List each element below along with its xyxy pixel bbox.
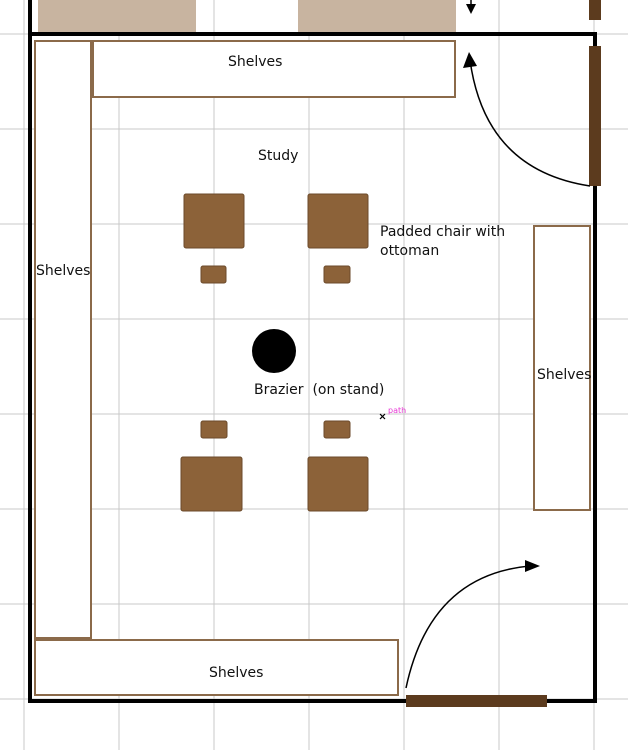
ottoman-bottom-left xyxy=(200,420,228,439)
shelves-top-label: Shelves xyxy=(228,54,282,70)
ottoman-top-left xyxy=(200,265,227,284)
shelves-group xyxy=(34,40,591,696)
chair-label-line1: Padded chair with xyxy=(380,224,505,240)
brazier-label: Brazier (on stand) xyxy=(254,382,384,398)
chair-label-line2: ottoman xyxy=(380,243,439,259)
chair-top-right xyxy=(307,193,369,249)
brazier xyxy=(252,329,296,373)
right-door-swing-arc xyxy=(469,59,591,187)
chair-top-left xyxy=(183,193,245,249)
chair-bottom-left xyxy=(180,456,243,512)
upper-door-arrowhead xyxy=(466,4,476,14)
shelf-bottom xyxy=(34,639,399,696)
bottom-door-arrowhead xyxy=(525,560,540,572)
room-title: Study xyxy=(258,148,298,164)
shelf-top xyxy=(92,40,456,98)
shelves-right-label: Shelves xyxy=(537,367,591,383)
right-door-arrowhead xyxy=(463,52,477,68)
right-door xyxy=(589,46,601,186)
ottoman-bottom-right xyxy=(323,420,351,439)
upper-room-rug-right xyxy=(298,0,456,32)
ottoman-top-right xyxy=(323,265,351,284)
path-marker-label: path xyxy=(388,406,406,415)
bottom-door xyxy=(406,695,547,707)
bottom-door-swing-arc xyxy=(405,565,531,689)
room-walls xyxy=(28,32,597,703)
chair-bottom-right xyxy=(307,456,369,512)
shelf-right xyxy=(533,225,591,511)
upper-room-rug-left xyxy=(38,0,196,32)
path-marker xyxy=(379,413,386,420)
shelf-left xyxy=(34,40,92,639)
shelves-bottom-label: Shelves xyxy=(209,665,263,681)
shelves-left-label: Shelves xyxy=(36,263,90,279)
furniture-group xyxy=(180,193,369,512)
upper-room-door xyxy=(589,0,601,20)
